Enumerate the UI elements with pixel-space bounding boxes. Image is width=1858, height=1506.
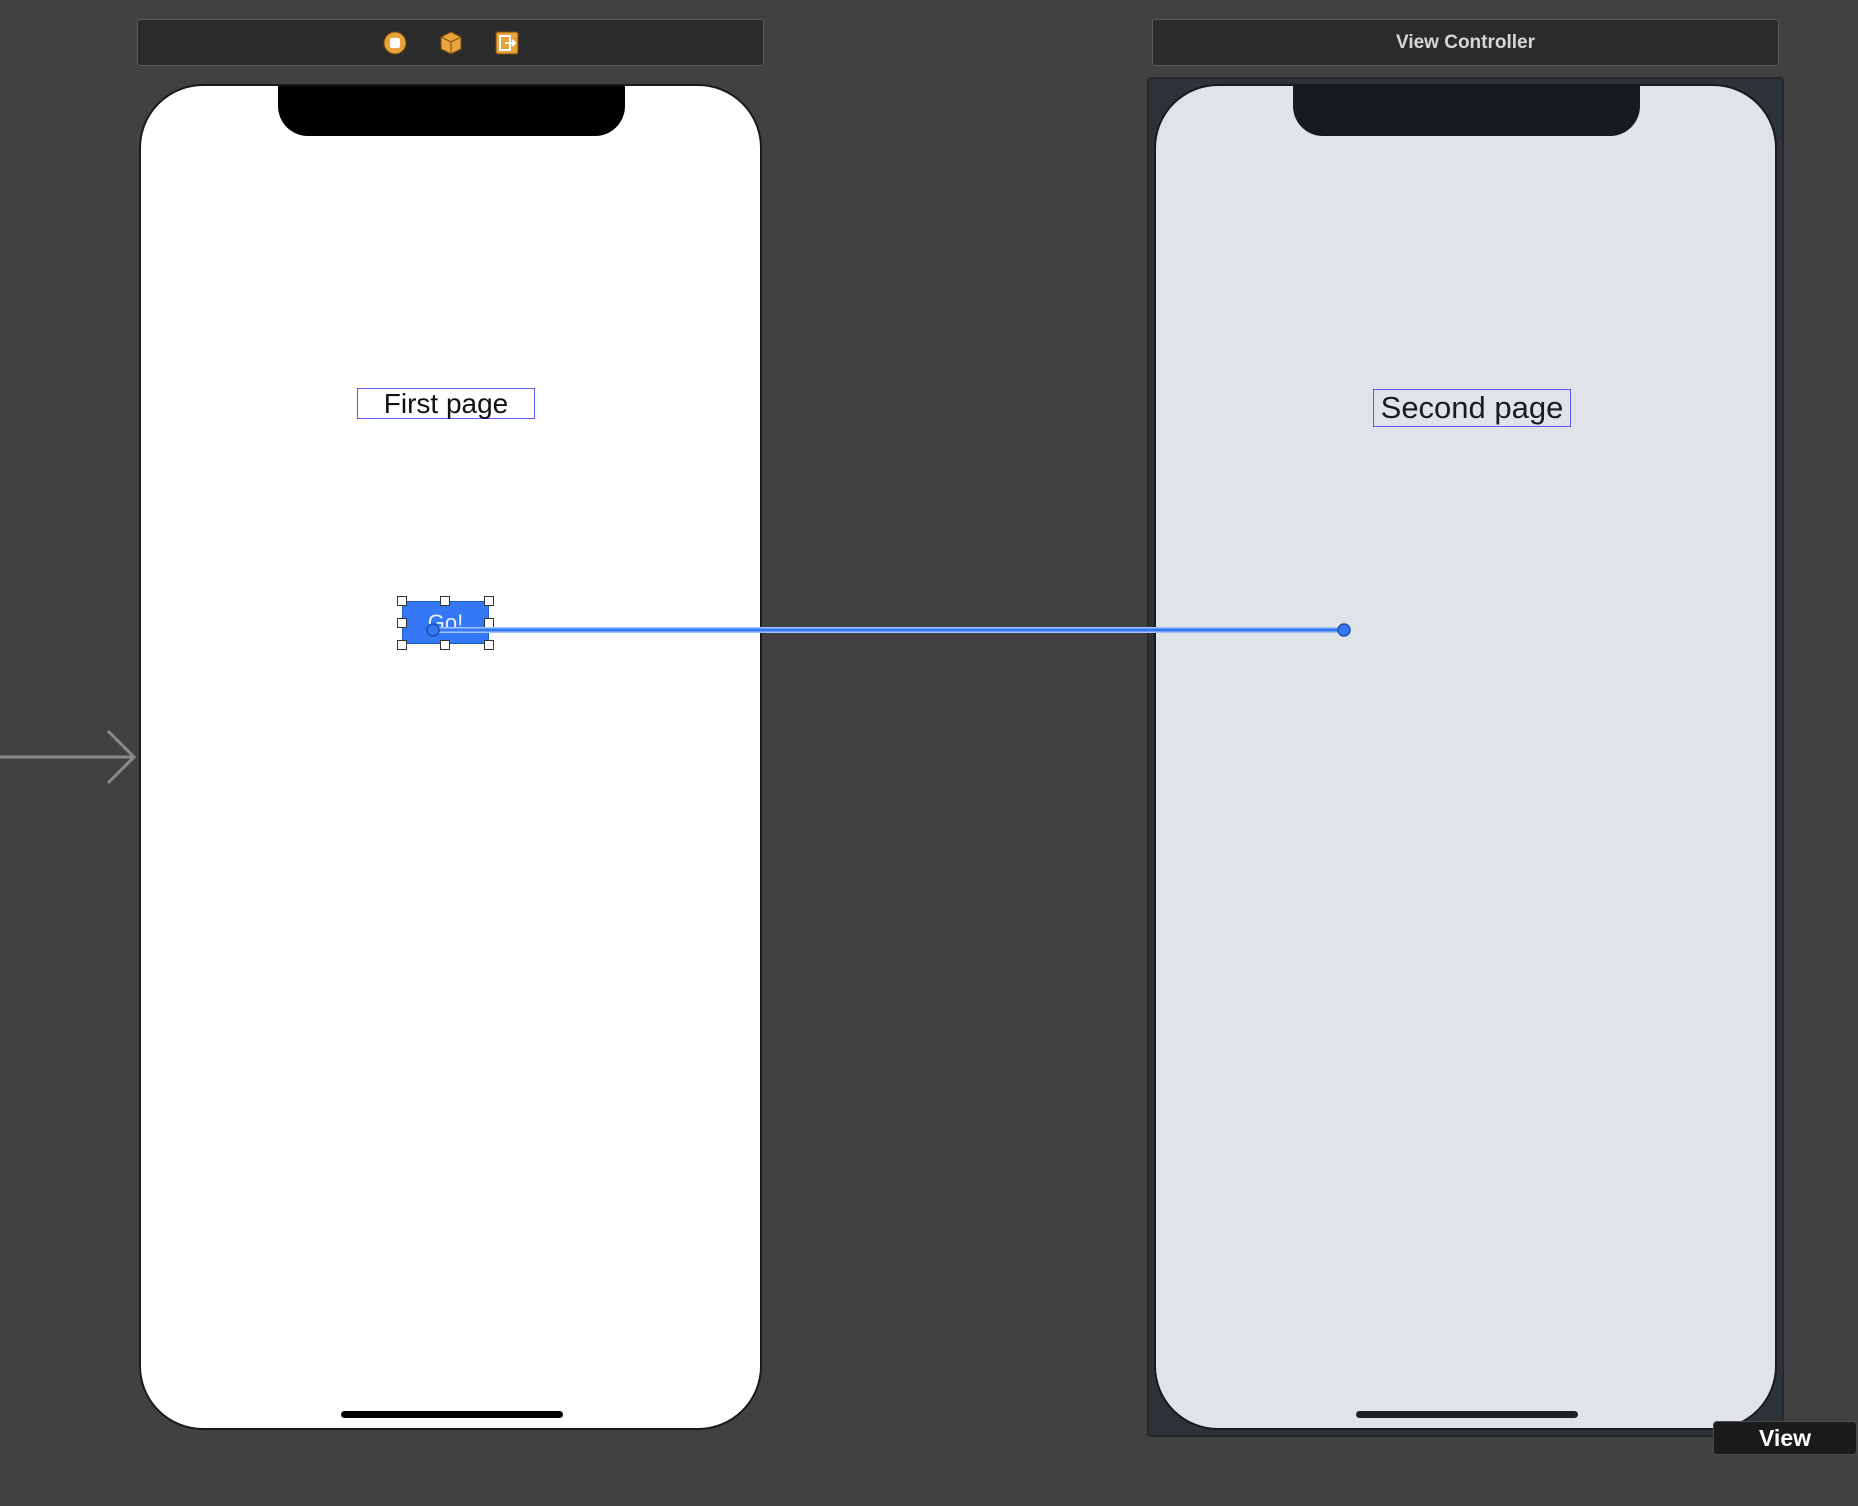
scene-1-dock[interactable] — [137, 19, 764, 66]
home-indicator — [1356, 1411, 1578, 1418]
resize-handle[interactable] — [484, 640, 494, 650]
resize-handle[interactable] — [397, 618, 407, 628]
view-controller-cube-icon[interactable] — [434, 26, 468, 60]
resize-handle[interactable] — [397, 596, 407, 606]
entry-point-arrow-icon[interactable] — [0, 725, 140, 789]
exit-icon[interactable] — [490, 26, 524, 60]
resize-handle[interactable] — [440, 596, 450, 606]
resize-handle[interactable] — [484, 618, 494, 628]
resize-handle[interactable] — [397, 640, 407, 650]
resize-handle[interactable] — [484, 596, 494, 606]
home-indicator — [341, 1411, 563, 1418]
device-notch — [278, 86, 625, 136]
scene-1-view[interactable] — [139, 84, 762, 1430]
device-notch — [1293, 86, 1640, 136]
first-page-label[interactable]: First page — [357, 388, 535, 419]
first-responder-icon[interactable] — [378, 26, 412, 60]
second-page-label[interactable]: Second page — [1373, 389, 1571, 427]
scene-2-view[interactable] — [1154, 84, 1777, 1430]
view-tooltip: View — [1713, 1421, 1857, 1455]
go-button[interactable]: Go! — [402, 601, 489, 644]
resize-handle[interactable] — [440, 640, 450, 650]
scene-2-dock[interactable]: View Controller — [1152, 19, 1779, 66]
scene-2-title: View Controller — [1395, 31, 1535, 53]
